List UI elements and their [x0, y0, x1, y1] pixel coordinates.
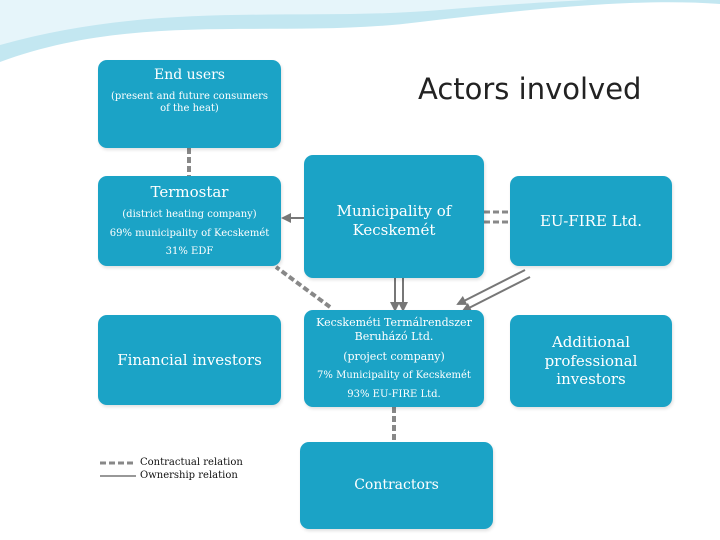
project-company-subtitle: (project company) — [343, 350, 445, 364]
slide-title: Actors involved — [418, 72, 641, 106]
termostar-share-edf: 31% EDF — [166, 246, 214, 259]
end-users-node: End users (present and future consumers … — [98, 60, 281, 148]
termostar-share-municipality: 69% municipality of Kecskemét — [110, 228, 270, 241]
termostar-title: Termostar — [151, 183, 229, 202]
financial-investors-title: Financial investors — [117, 351, 262, 370]
contractors-node: Contractors — [300, 442, 493, 529]
project-company-title: Kecskeméti Termálrendszer Beruházó Ltd. — [309, 316, 479, 344]
termostar-node: Termostar (district heating company) 69%… — [98, 176, 281, 266]
project-company-node: Kecskeméti Termálrendszer Beruházó Ltd. … — [304, 310, 484, 407]
eu-fire-title: EU-FIRE Ltd. — [540, 212, 642, 231]
financial-investors-node: Financial investors — [98, 315, 281, 405]
contractors-title: Contractors — [354, 477, 439, 495]
legend-ownership: Ownership relation — [100, 469, 243, 482]
termostar-subtitle: (district heating company) — [122, 209, 256, 222]
legend: Contractual relation Ownership relation — [100, 456, 243, 482]
additional-investors-title: Additional professional investors — [536, 333, 646, 389]
project-company-share-eufire: 93% EU-FIRE Ltd. — [347, 389, 440, 402]
eu-fire-node: EU-FIRE Ltd. — [510, 176, 672, 266]
end-users-subtitle: (present and future consumers of the hea… — [110, 91, 270, 116]
municipality-node: Municipality of Kecskemét — [304, 155, 484, 278]
solid-line-icon — [100, 472, 136, 480]
legend-ownership-label: Ownership relation — [140, 470, 238, 481]
project-company-share-municipality: 7% Municipality of Kecskemét — [317, 370, 471, 383]
legend-contractual: Contractual relation — [100, 456, 243, 469]
legend-contractual-label: Contractual relation — [140, 457, 243, 468]
additional-investors-node: Additional professional investors — [510, 315, 672, 407]
municipality-title: Municipality of Kecskemét — [334, 202, 454, 240]
ownership-arrow-eufire-project-b — [463, 277, 530, 311]
end-users-title: End users — [154, 67, 225, 85]
dashed-line-icon — [100, 459, 136, 467]
